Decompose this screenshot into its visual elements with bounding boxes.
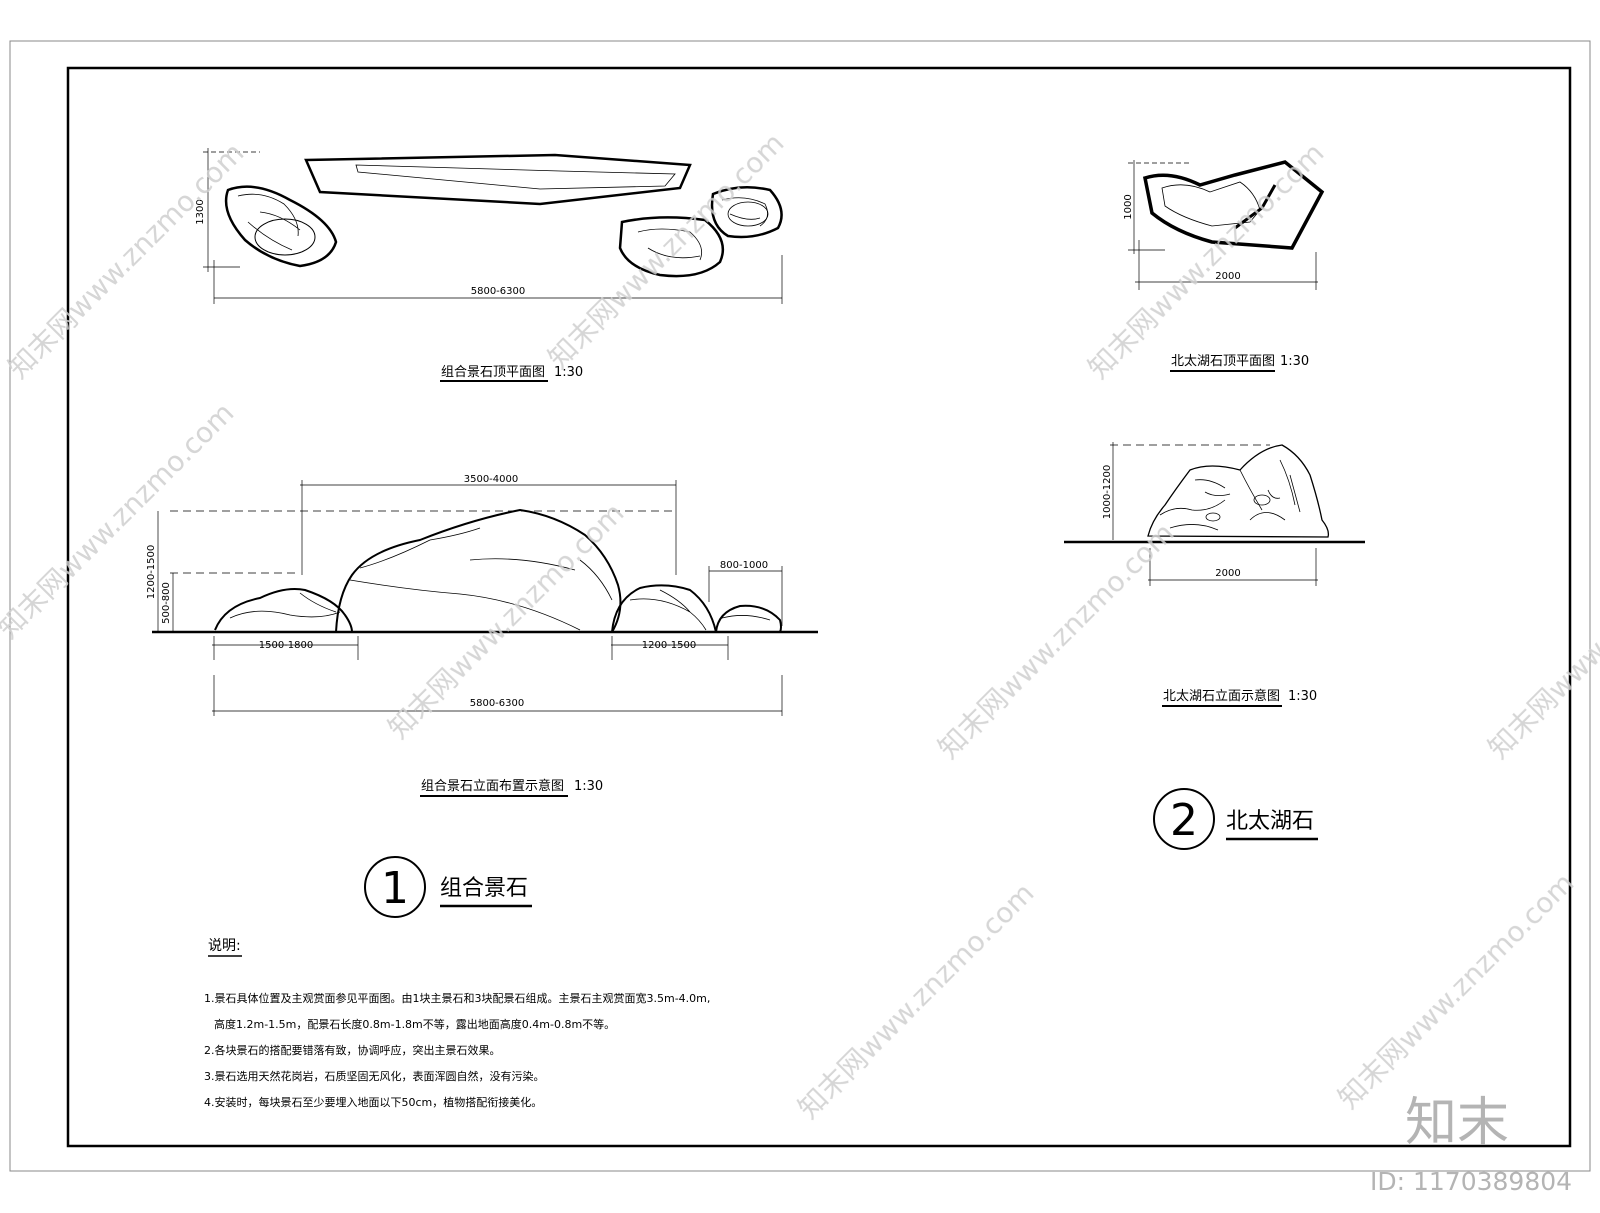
- watermark-logo: 知末: [1405, 1093, 1509, 1153]
- notes-heading: 说明:: [208, 938, 241, 954]
- elev1-scale: 1:30: [574, 779, 603, 794]
- elevation-view-combined-stones: [152, 480, 818, 716]
- elev1-height-small-dim: 500-800: [161, 582, 172, 624]
- elev2-scale: 1:30: [1288, 689, 1317, 704]
- plan2-width-dim: 2000: [1215, 271, 1240, 282]
- notes-item-1: 1.景石具体位置及主观赏面参见平面图。由1块主景石和3块配景石组成。主景石主观赏…: [204, 991, 710, 1005]
- plan2-title: 北太湖石顶平面图: [1171, 354, 1275, 369]
- elev1-main-width-dim: 3500-4000: [464, 474, 519, 485]
- notes-item-4: 3.景石选用天然花岗岩，石质坚固无风化，表面浑圆自然，没有污染。: [204, 1069, 545, 1083]
- elev2-title: 北太湖石立面示意图: [1163, 688, 1280, 704]
- watermark-text: 知末网www.znzmo.com: [1482, 516, 1600, 765]
- label2-number: 2: [1170, 795, 1198, 846]
- watermark-id: ID: 1170389804: [1370, 1167, 1572, 1196]
- plan1-height-dim: 1300: [195, 199, 206, 224]
- elev1-title: 组合景石立面布置示意图: [421, 778, 564, 794]
- plan2-height-dim: 1000: [1123, 194, 1134, 219]
- plan1-width-dim: 5800-6300: [471, 286, 526, 297]
- elev2-width-dim: 2000: [1215, 568, 1240, 579]
- watermark-text: 知末网www.znzmo.com: [1332, 866, 1581, 1115]
- watermark-text: 知末网www.znzmo.com: [792, 876, 1041, 1125]
- elev1-left-base-dim: 1500-1800: [259, 640, 314, 651]
- notes-item-2: 高度1.2m-1.5m，配景石长度0.8m-1.8m不等，露出地面高度0.4m-…: [214, 1017, 615, 1031]
- elev1-right-width-dim: 800-1000: [720, 560, 768, 571]
- elev1-right-base-dim: 1200-1500: [642, 640, 697, 651]
- watermark-text: 知末网www.znzmo.com: [1082, 136, 1331, 385]
- label2-circle: [1153, 788, 1215, 850]
- watermark-text: 知末网www.znzmo.com: [0, 396, 240, 645]
- label1-circle: [364, 856, 426, 918]
- notes-item-3: 2.各块景石的搭配要错落有致，协调呼应，突出主景石效果。: [204, 1043, 501, 1057]
- elevation-view-taihu-stone: [1064, 442, 1365, 586]
- plan-view-taihu-stone: [1128, 160, 1325, 290]
- label1-number: 1: [381, 863, 409, 914]
- plan2-scale: 1:30: [1280, 354, 1309, 369]
- plan1-title: 组合景石顶平面图: [441, 365, 545, 380]
- elev1-total-dim: 5800-6300: [470, 698, 525, 709]
- label2-name: 北太湖石: [1226, 809, 1314, 834]
- notes-item-5: 4.安装时，每块景石至少要埋入地面以下50cm，植物搭配衔接美化。: [204, 1095, 542, 1109]
- elev1-height-main-dim: 1200-1500: [146, 545, 157, 600]
- drawing-frame: [66, 66, 1572, 1148]
- elev2-height-dim: 1000-1200: [1102, 465, 1113, 520]
- plan1-scale: 1:30: [554, 365, 583, 380]
- sheet-outer-border: [9, 40, 1591, 1172]
- watermark-text: 知末网www.znzmo.com: [2, 136, 251, 385]
- watermark-text: 知末网www.znzmo.com: [932, 516, 1181, 765]
- watermark-layer: 知末网www.znzmo.com 知末网www.znzmo.com 知末网www…: [0, 126, 1600, 1125]
- plan-view-combined-stones: [203, 148, 783, 304]
- label1-name: 组合景石: [440, 876, 528, 901]
